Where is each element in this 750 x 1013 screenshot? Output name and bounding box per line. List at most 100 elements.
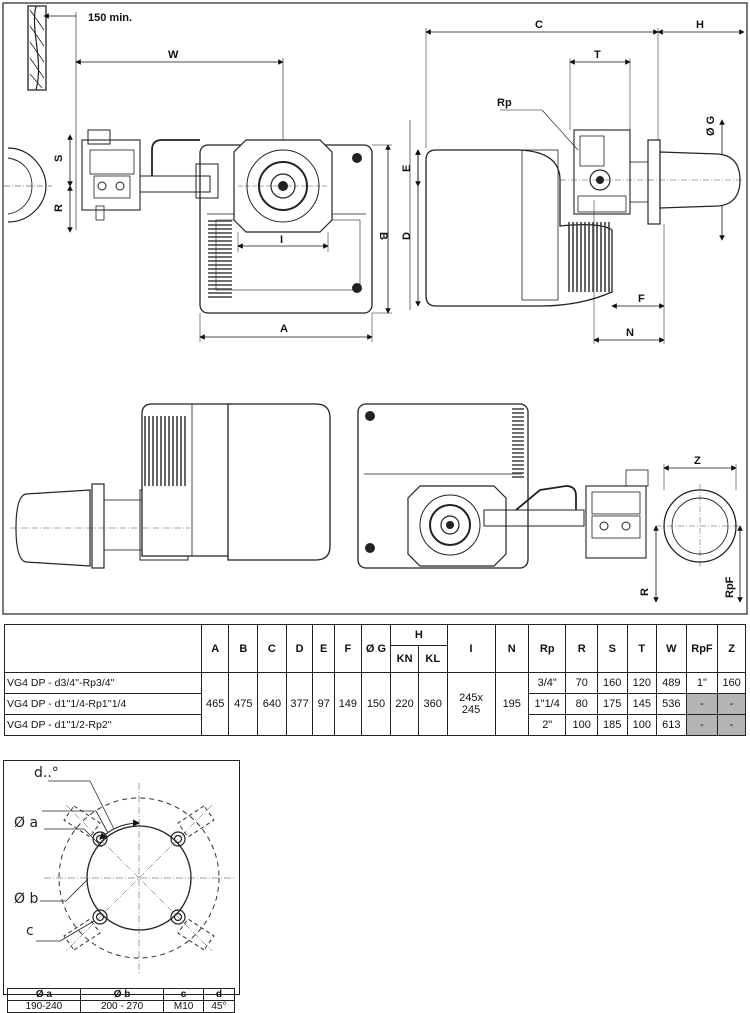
side-view: C H T Rp Ø G E D (401, 19, 745, 344)
value-C: 640 (257, 672, 287, 736)
value-E: 97 (312, 672, 336, 736)
value-R: 80 (565, 693, 598, 715)
label-Rp: Rp (497, 97, 512, 109)
header-D: D (285, 624, 314, 673)
header-A: A (200, 624, 230, 673)
header-R: R (565, 624, 598, 673)
flange-value-d: 45° (202, 1000, 236, 1013)
header-G: Ø G (360, 624, 392, 673)
side-view-reversed (10, 403, 331, 569)
flange-label-b: Ø b (14, 891, 38, 907)
flange-diagram: d..° Ø a Ø b c (14, 765, 234, 973)
flange-label-a: Ø a (14, 815, 38, 831)
label-N: N (626, 327, 634, 339)
model-name: VG4 DP - d3/4''-Rp3/4'' (4, 672, 202, 694)
value-Rp: 3/4" (527, 672, 567, 694)
value-KL: 360 (417, 672, 448, 736)
value-KN: 220 (390, 672, 419, 736)
value-S: 175 (596, 693, 628, 715)
flange-value-a: 190-240 (7, 1000, 81, 1013)
label-G: Ø G (705, 116, 717, 136)
value-S: 160 (596, 672, 628, 694)
header-E: E (312, 624, 336, 673)
flange-header-c: c (163, 988, 204, 1001)
value-RpF: - (685, 693, 719, 715)
value-T: 145 (626, 693, 658, 715)
value-W: 613 (656, 714, 687, 736)
rear-view (357, 403, 649, 569)
value-R: 100 (565, 714, 598, 736)
flange-value-b: 200 - 270 (79, 1000, 165, 1013)
label-A: A (280, 323, 288, 335)
header-KL: KL (417, 645, 448, 673)
value-Rp: 2" (527, 714, 567, 736)
header-KN: KN (390, 645, 419, 673)
table-header-row: A B C D E F Ø G H I N Rp R S T W RpF Z (4, 624, 746, 673)
label-H: H (696, 19, 704, 31)
value-T: 100 (626, 714, 658, 736)
header-S: S (596, 624, 628, 673)
value-Rp: 1"1/4 (527, 693, 567, 715)
header-model (4, 624, 202, 673)
value-Z: - (717, 693, 746, 715)
label-B: B (377, 232, 389, 240)
value-S: 185 (596, 714, 628, 736)
header-T: T (626, 624, 658, 673)
value-RpF: - (685, 714, 719, 736)
table-row: VG4 DP - d1''1/2-Rp2'' 2" 100 185 100 61… (4, 714, 746, 736)
table-subheader-row: KN KL (5, 645, 746, 673)
value-G: 150 (360, 672, 392, 736)
label-F: F (638, 293, 645, 305)
label-T: T (594, 49, 601, 61)
value-F: 149 (334, 672, 362, 736)
label-150-min: 150 min. (88, 12, 132, 24)
label-RpF: RpF (724, 576, 736, 598)
header-I: I (446, 624, 496, 673)
label-C: C (535, 19, 543, 31)
dimensions-table: A B C D E F Ø G H I N Rp R S T W RpF Z K… (4, 624, 746, 736)
header-W: W (656, 624, 687, 673)
label-Z: Z (694, 455, 701, 467)
value-R: 70 (565, 672, 598, 694)
burner-drawing: 150 min. W S R (2, 2, 748, 615)
label-S: S (53, 155, 65, 162)
label-I: I (280, 234, 283, 246)
header-RpF: RpF (685, 624, 719, 673)
table-row: VG4 DP - d3/4''-Rp3/4'' 465 475 640 377 … (4, 672, 746, 736)
value-RpF: 1" (685, 672, 719, 694)
flange-value-row: 190-240 200 - 270 M10 45° (7, 1000, 236, 1013)
header-F: F (334, 624, 362, 673)
value-T: 120 (626, 672, 658, 694)
label-D: D (401, 232, 413, 240)
table-row: VG4 DP - d1''1/4-Rp1''1/4 1"1/4 80 175 1… (4, 693, 746, 715)
value-A: 465 (200, 672, 230, 736)
flange-label-c: c (26, 923, 34, 939)
label-E: E (401, 165, 413, 172)
header-C: C (257, 624, 287, 673)
header-Z: Z (717, 624, 746, 673)
label-R: R (53, 204, 65, 212)
header-H: H (390, 624, 448, 646)
model-name: VG4 DP - d1''1/4-Rp1''1/4 (4, 693, 202, 715)
flange-detail: d..° Ø a Ø b c Ø a Ø b c d 190-240 200 -… (3, 760, 240, 1013)
value-W: 489 (656, 672, 687, 694)
header-N: N (494, 624, 529, 673)
flange-header-b: Ø b (79, 988, 165, 1001)
flange-label-d: d..° (34, 765, 59, 781)
value-W: 536 (656, 693, 687, 715)
label-R-bottom: R (639, 588, 651, 596)
top-view: 150 min. W S R (4, 5, 392, 342)
flange-header-a: Ø a (7, 988, 81, 1001)
flange-header-d: d (202, 988, 236, 1001)
header-B: B (228, 624, 259, 673)
flange-table: Ø a Ø b c d 190-240 200 - 270 M10 45° (7, 988, 236, 1013)
value-Z: 160 (717, 672, 746, 694)
label-W: W (168, 49, 179, 61)
value-D: 377 (285, 672, 314, 736)
model-name: VG4 DP - d1''1/2-Rp2'' (4, 714, 202, 736)
value-I: 245x 245 (446, 672, 496, 736)
connection-view: Z R RpF (639, 455, 744, 603)
value-Z: - (717, 714, 746, 736)
flange-header-row: Ø a Ø b c d (7, 988, 236, 1001)
flange-value-c: M10 (163, 1000, 204, 1013)
